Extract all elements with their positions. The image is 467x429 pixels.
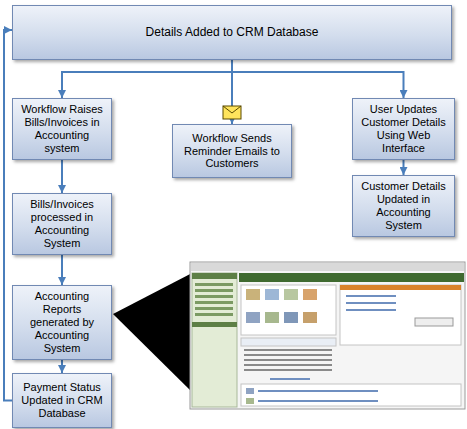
nav-item: [195, 307, 233, 310]
nav-panel: [192, 273, 237, 407]
toolbar: [191, 263, 464, 271]
process-box: Payment Status Updated in CRM Database: [12, 373, 112, 428]
app-icon: [246, 312, 260, 323]
app-icon: [284, 312, 298, 323]
box-label: Customer Details Updated in Accounting S…: [358, 180, 449, 232]
table-row: [244, 364, 332, 366]
nav-item: [195, 289, 233, 292]
box-label: Details Added to CRM Database: [146, 25, 319, 39]
process-box: User Updates Customer Details Using Web …: [352, 98, 455, 160]
box-label: Workflow Raises Bills/Invoices in Accoun…: [18, 103, 106, 155]
envelope-flap: [223, 106, 241, 113]
software-screenshot: [190, 262, 465, 409]
app-icon: [303, 312, 317, 323]
flow-arrow: [4, 30, 12, 401]
app-icon: [284, 289, 298, 300]
table-row: [244, 359, 332, 361]
link-line: [346, 309, 396, 311]
link-line: [270, 378, 310, 380]
nav-header: [192, 322, 237, 327]
flow-arrow: [61, 160, 63, 193]
callout-wedge: [113, 272, 194, 394]
nav-item: [195, 295, 233, 298]
app-icon: [246, 388, 254, 394]
dropdown: [415, 318, 453, 326]
nav-header: [192, 273, 237, 279]
box-label: Workflow Sends Reminder Emails to Custom…: [178, 132, 286, 171]
title-band: [239, 273, 464, 282]
flow-arrow: [232, 60, 404, 98]
flow-arrow: [62, 60, 232, 98]
box-label: User Updates Customer Details Using Web …: [358, 103, 449, 155]
nav-item: [195, 313, 233, 316]
process-box: Accounting Reports generated by Accounti…: [12, 285, 112, 360]
nav-item: [195, 283, 233, 286]
table-row: [244, 369, 332, 371]
app-icon: [246, 289, 260, 300]
table-header: [241, 338, 336, 346]
flow-arrow: [61, 360, 63, 373]
app-icon: [265, 289, 279, 300]
box-label: Bills/Invoices processed in Accounting S…: [18, 198, 106, 250]
box-label: Accounting Reports generated by Accounti…: [18, 290, 106, 355]
process-box: Workflow Sends Reminder Emails to Custom…: [172, 124, 292, 178]
table-row: [244, 354, 332, 356]
link-line: [346, 302, 396, 304]
box-label: Payment Status Updated in CRM Database: [18, 381, 106, 420]
process-box: Workflow Raises Bills/Invoices in Accoun…: [12, 98, 112, 160]
process-box: Bills/Invoices processed in Accounting S…: [12, 193, 112, 255]
process-box: Customer Details Updated in Accounting S…: [352, 175, 455, 237]
flow-arrow: [403, 160, 405, 175]
database-banner: Details Added to CRM Database: [12, 5, 452, 60]
link-line: [346, 295, 396, 297]
side-panel-header: [340, 285, 461, 290]
icon-panel: [241, 285, 336, 335]
envelope-body: [223, 106, 241, 119]
link-line: [258, 390, 378, 392]
nav-item: [195, 301, 233, 304]
side-panel: [340, 285, 461, 345]
screenshot-frame: [190, 262, 465, 409]
email-icon: [223, 106, 241, 119]
bottom-panel: [241, 384, 461, 406]
flow-arrow: [61, 255, 63, 285]
app-icon: [303, 289, 317, 300]
table-row: [244, 349, 332, 351]
app-icon: [246, 398, 254, 404]
app-icon: [265, 312, 279, 323]
link-line: [258, 400, 378, 402]
